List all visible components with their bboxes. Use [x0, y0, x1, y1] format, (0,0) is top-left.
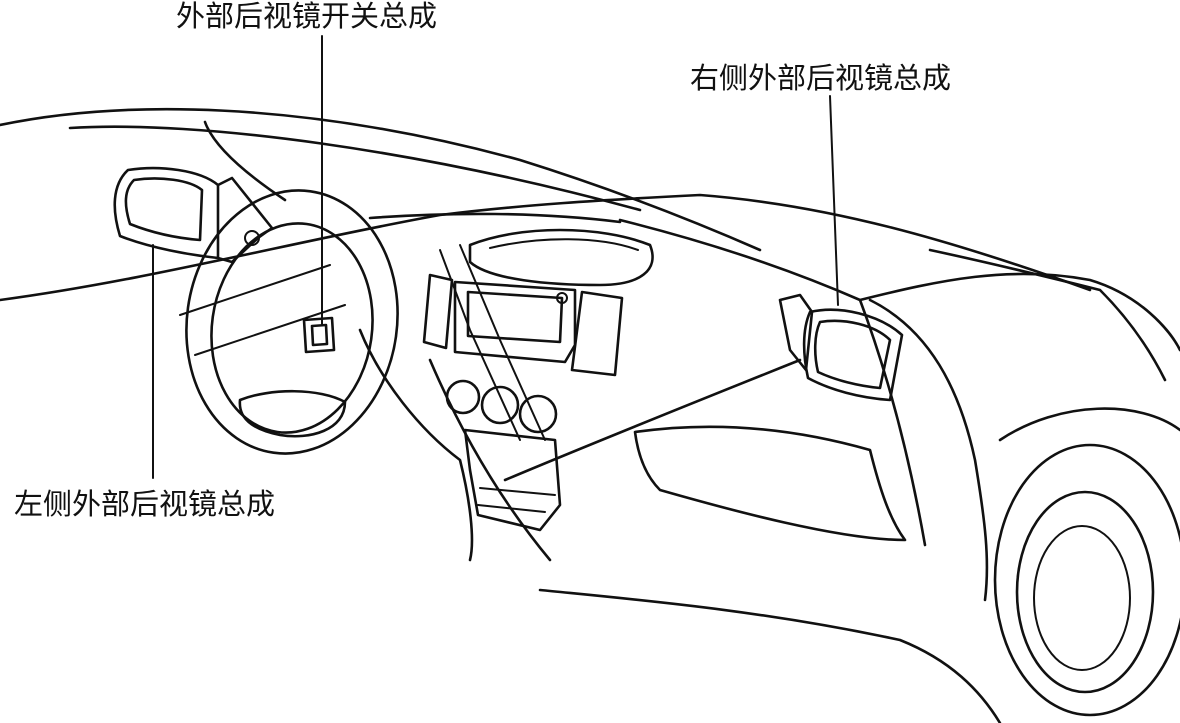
right-mirror-housing [802, 308, 904, 402]
label-left-exterior-mirror: 左侧外部后视镜总成 [14, 487, 276, 521]
dash-diagonal [503, 358, 802, 482]
dash-lower-left [358, 328, 474, 562]
steering-wheel-outer [185, 189, 399, 455]
steering-wheel-inner [210, 222, 374, 434]
console-tray [477, 487, 556, 513]
label-right-exterior-mirror: 右侧外部后视镜总成 [690, 61, 952, 95]
label-mirror-switch-assembly: 外部后视镜开关总成 [176, 0, 438, 33]
wheel-spoke-right [194, 304, 346, 356]
left-mirror-glass [124, 177, 204, 242]
left-mirror-bolt [244, 230, 260, 246]
right-mirror-mount [778, 293, 814, 372]
instrument-cluster-inner [489, 238, 639, 251]
windshield-base [368, 212, 622, 224]
fender-arch [998, 407, 1180, 442]
climate-knob-center [480, 385, 520, 425]
lower-console [463, 428, 562, 532]
steering-wheel-hub-lower [238, 389, 347, 438]
mirror-switch [302, 316, 336, 354]
right-vent [570, 290, 624, 377]
tire-outer [993, 443, 1180, 717]
door-panel-line [868, 298, 989, 602]
tire-hub [1033, 525, 1131, 671]
roof-line [0, 107, 762, 252]
center-display-screen [466, 290, 564, 344]
floor-line [538, 588, 1002, 723]
dash-top-line [0, 193, 1092, 302]
left-vent [422, 273, 454, 350]
hood-line [858, 272, 1180, 352]
wheel-spoke-left [179, 264, 331, 316]
leader-right-mirror [829, 95, 839, 306]
body-side [928, 248, 1167, 382]
display-knob [556, 292, 568, 304]
right-mirror-glass [813, 319, 892, 390]
instrument-cluster-hood [468, 228, 654, 287]
glovebox [633, 425, 907, 542]
dash-face [618, 218, 927, 547]
center-display-frame [453, 280, 577, 364]
floor-left [428, 358, 552, 562]
tire-inner [1015, 490, 1155, 694]
console-rails [439, 244, 546, 441]
left-mirror-housing [113, 166, 220, 260]
climate-knob-right [518, 394, 558, 434]
